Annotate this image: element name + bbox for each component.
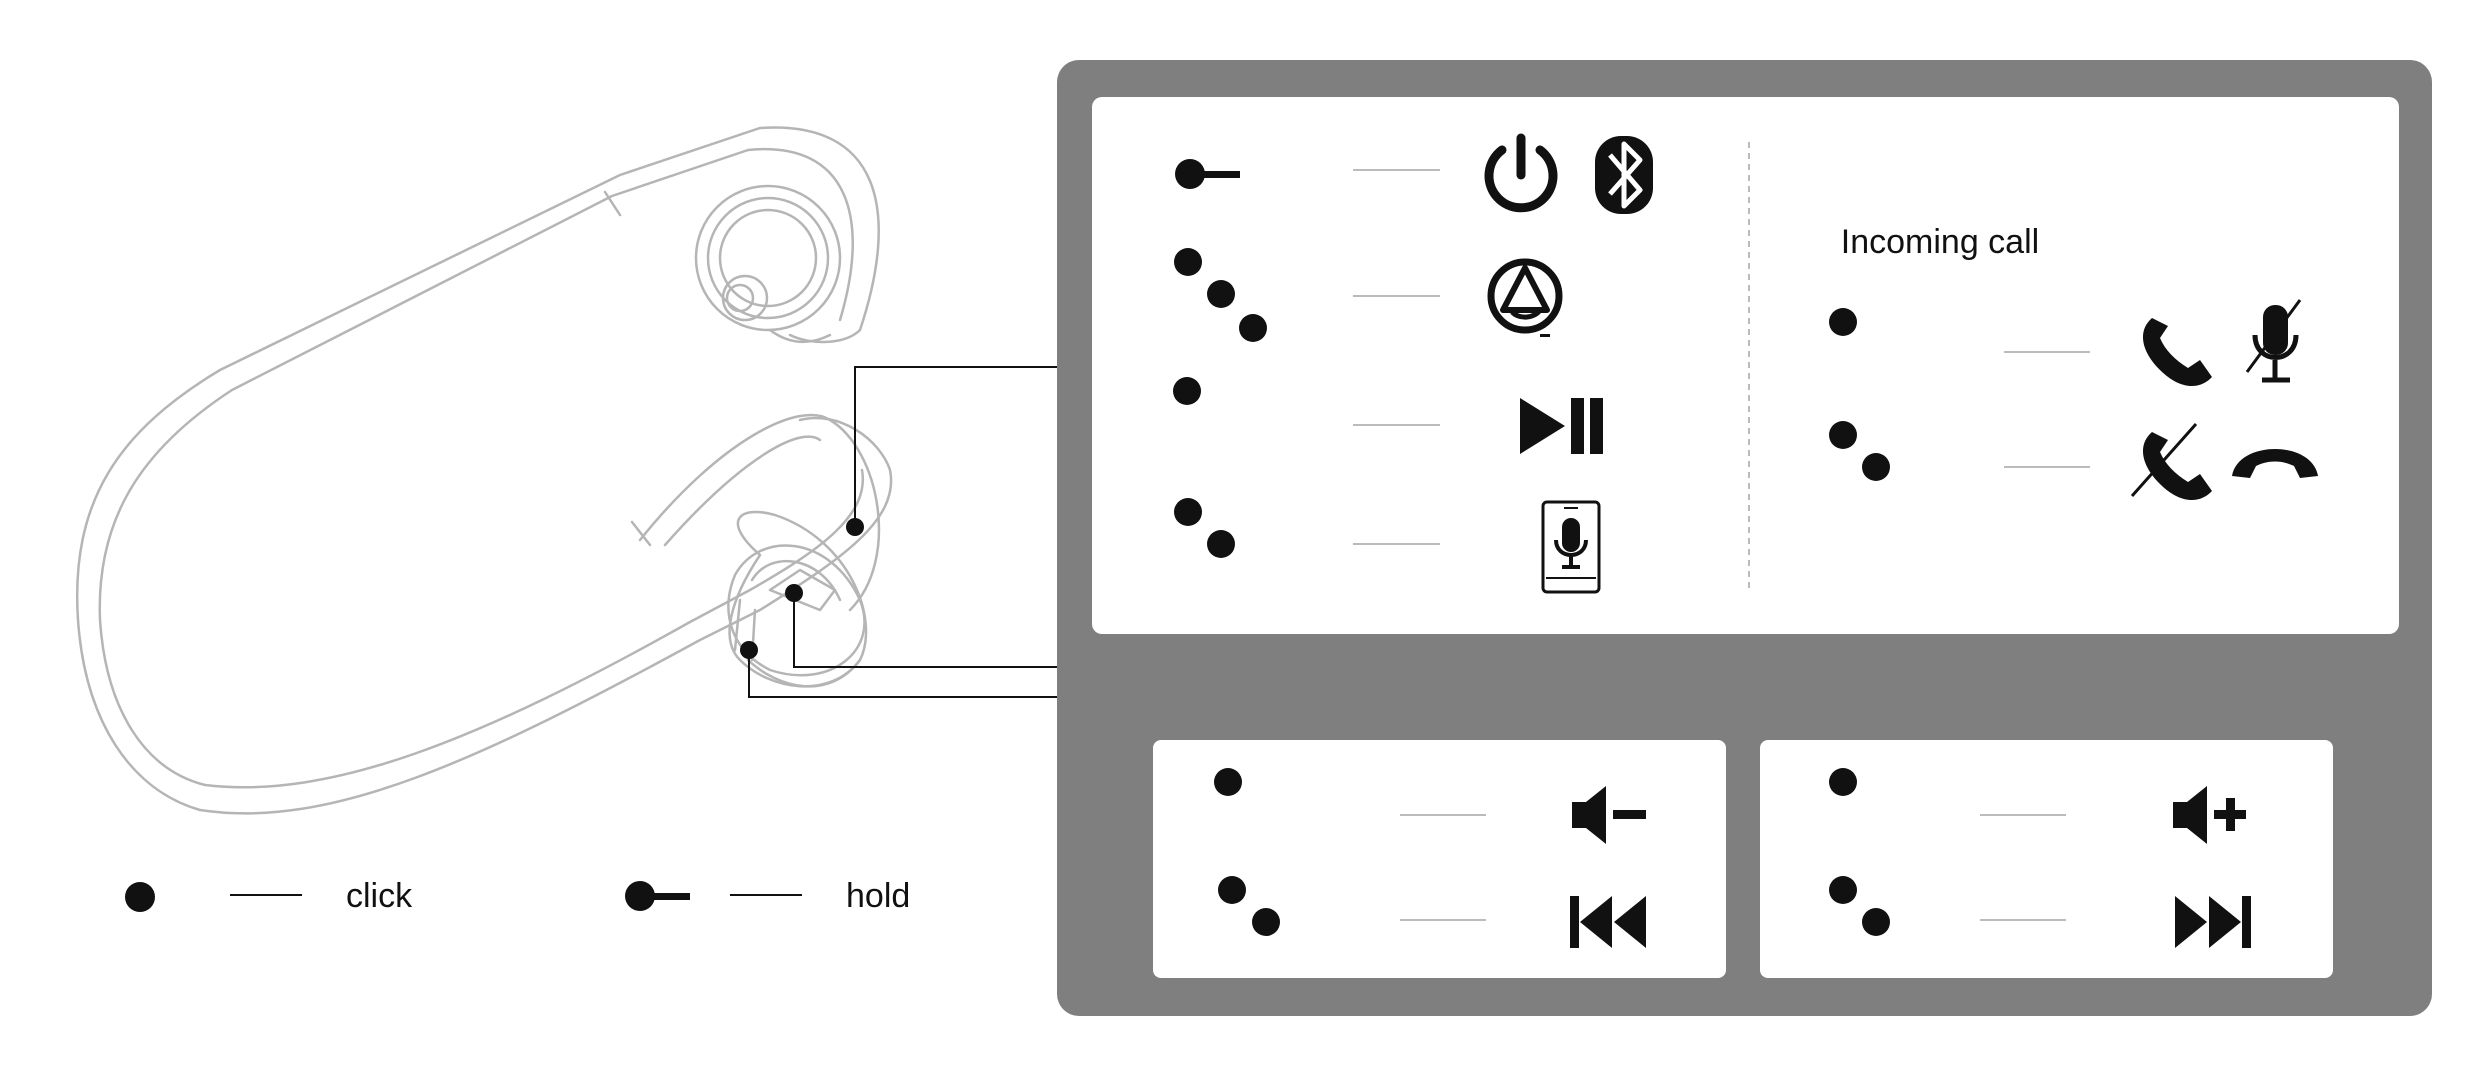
hang-up-icon xyxy=(2232,449,2318,478)
row-double-click xyxy=(1174,498,1601,594)
triple-click-gesture-icon xyxy=(1174,248,1267,342)
double-click-gesture-icon xyxy=(1829,876,1890,936)
mute-mic-icon xyxy=(2245,299,2302,383)
double-click-gesture-icon xyxy=(1218,876,1280,936)
row-right-click xyxy=(1829,768,2246,844)
legend-hold-icon xyxy=(625,881,690,911)
volume-down-icon xyxy=(1572,786,1646,844)
alexa-icon xyxy=(1487,258,1563,337)
row-left-click xyxy=(1214,768,1646,844)
double-click-gesture-icon xyxy=(1829,421,1890,481)
bluetooth-icon xyxy=(1595,136,1653,214)
button-dot-left xyxy=(740,641,758,659)
click-gesture-icon xyxy=(1829,768,1857,796)
click-gesture-icon xyxy=(1214,768,1242,796)
row-click xyxy=(1173,377,1603,454)
row-call-click xyxy=(1829,299,2302,387)
row-hold xyxy=(1175,133,1653,214)
row-left-double-click xyxy=(1218,876,1646,948)
play-pause-icon xyxy=(1520,398,1603,454)
double-click-gesture-icon xyxy=(1174,498,1235,558)
headphone-illustration xyxy=(75,126,893,815)
incoming-call-title: Incoming call xyxy=(1841,223,2039,261)
row-call-double-click xyxy=(1829,421,2318,501)
row-right-double-click xyxy=(1829,876,2251,948)
volume-up-icon xyxy=(2173,786,2246,844)
button-dot-top xyxy=(846,518,864,536)
legend: click hold xyxy=(125,877,910,915)
row-triple-click xyxy=(1174,248,1563,342)
click-gesture-icon xyxy=(1173,377,1201,405)
legend-hold-label: hold xyxy=(846,877,910,915)
hold-gesture-icon xyxy=(1175,159,1240,189)
answer-call-icon xyxy=(2142,318,2212,387)
legend-click-label: click xyxy=(346,877,413,915)
power-icon xyxy=(1484,133,1558,213)
main-card xyxy=(1092,97,2399,634)
previous-track-icon xyxy=(1570,896,1646,948)
click-gesture-icon xyxy=(1829,308,1857,336)
reject-call-icon xyxy=(2130,423,2212,501)
left-button-card xyxy=(1153,740,1726,978)
legend-click-icon xyxy=(125,882,155,912)
button-dot-right xyxy=(785,584,803,602)
voice-assistant-icon xyxy=(1541,500,1601,594)
next-track-icon xyxy=(2175,896,2251,948)
